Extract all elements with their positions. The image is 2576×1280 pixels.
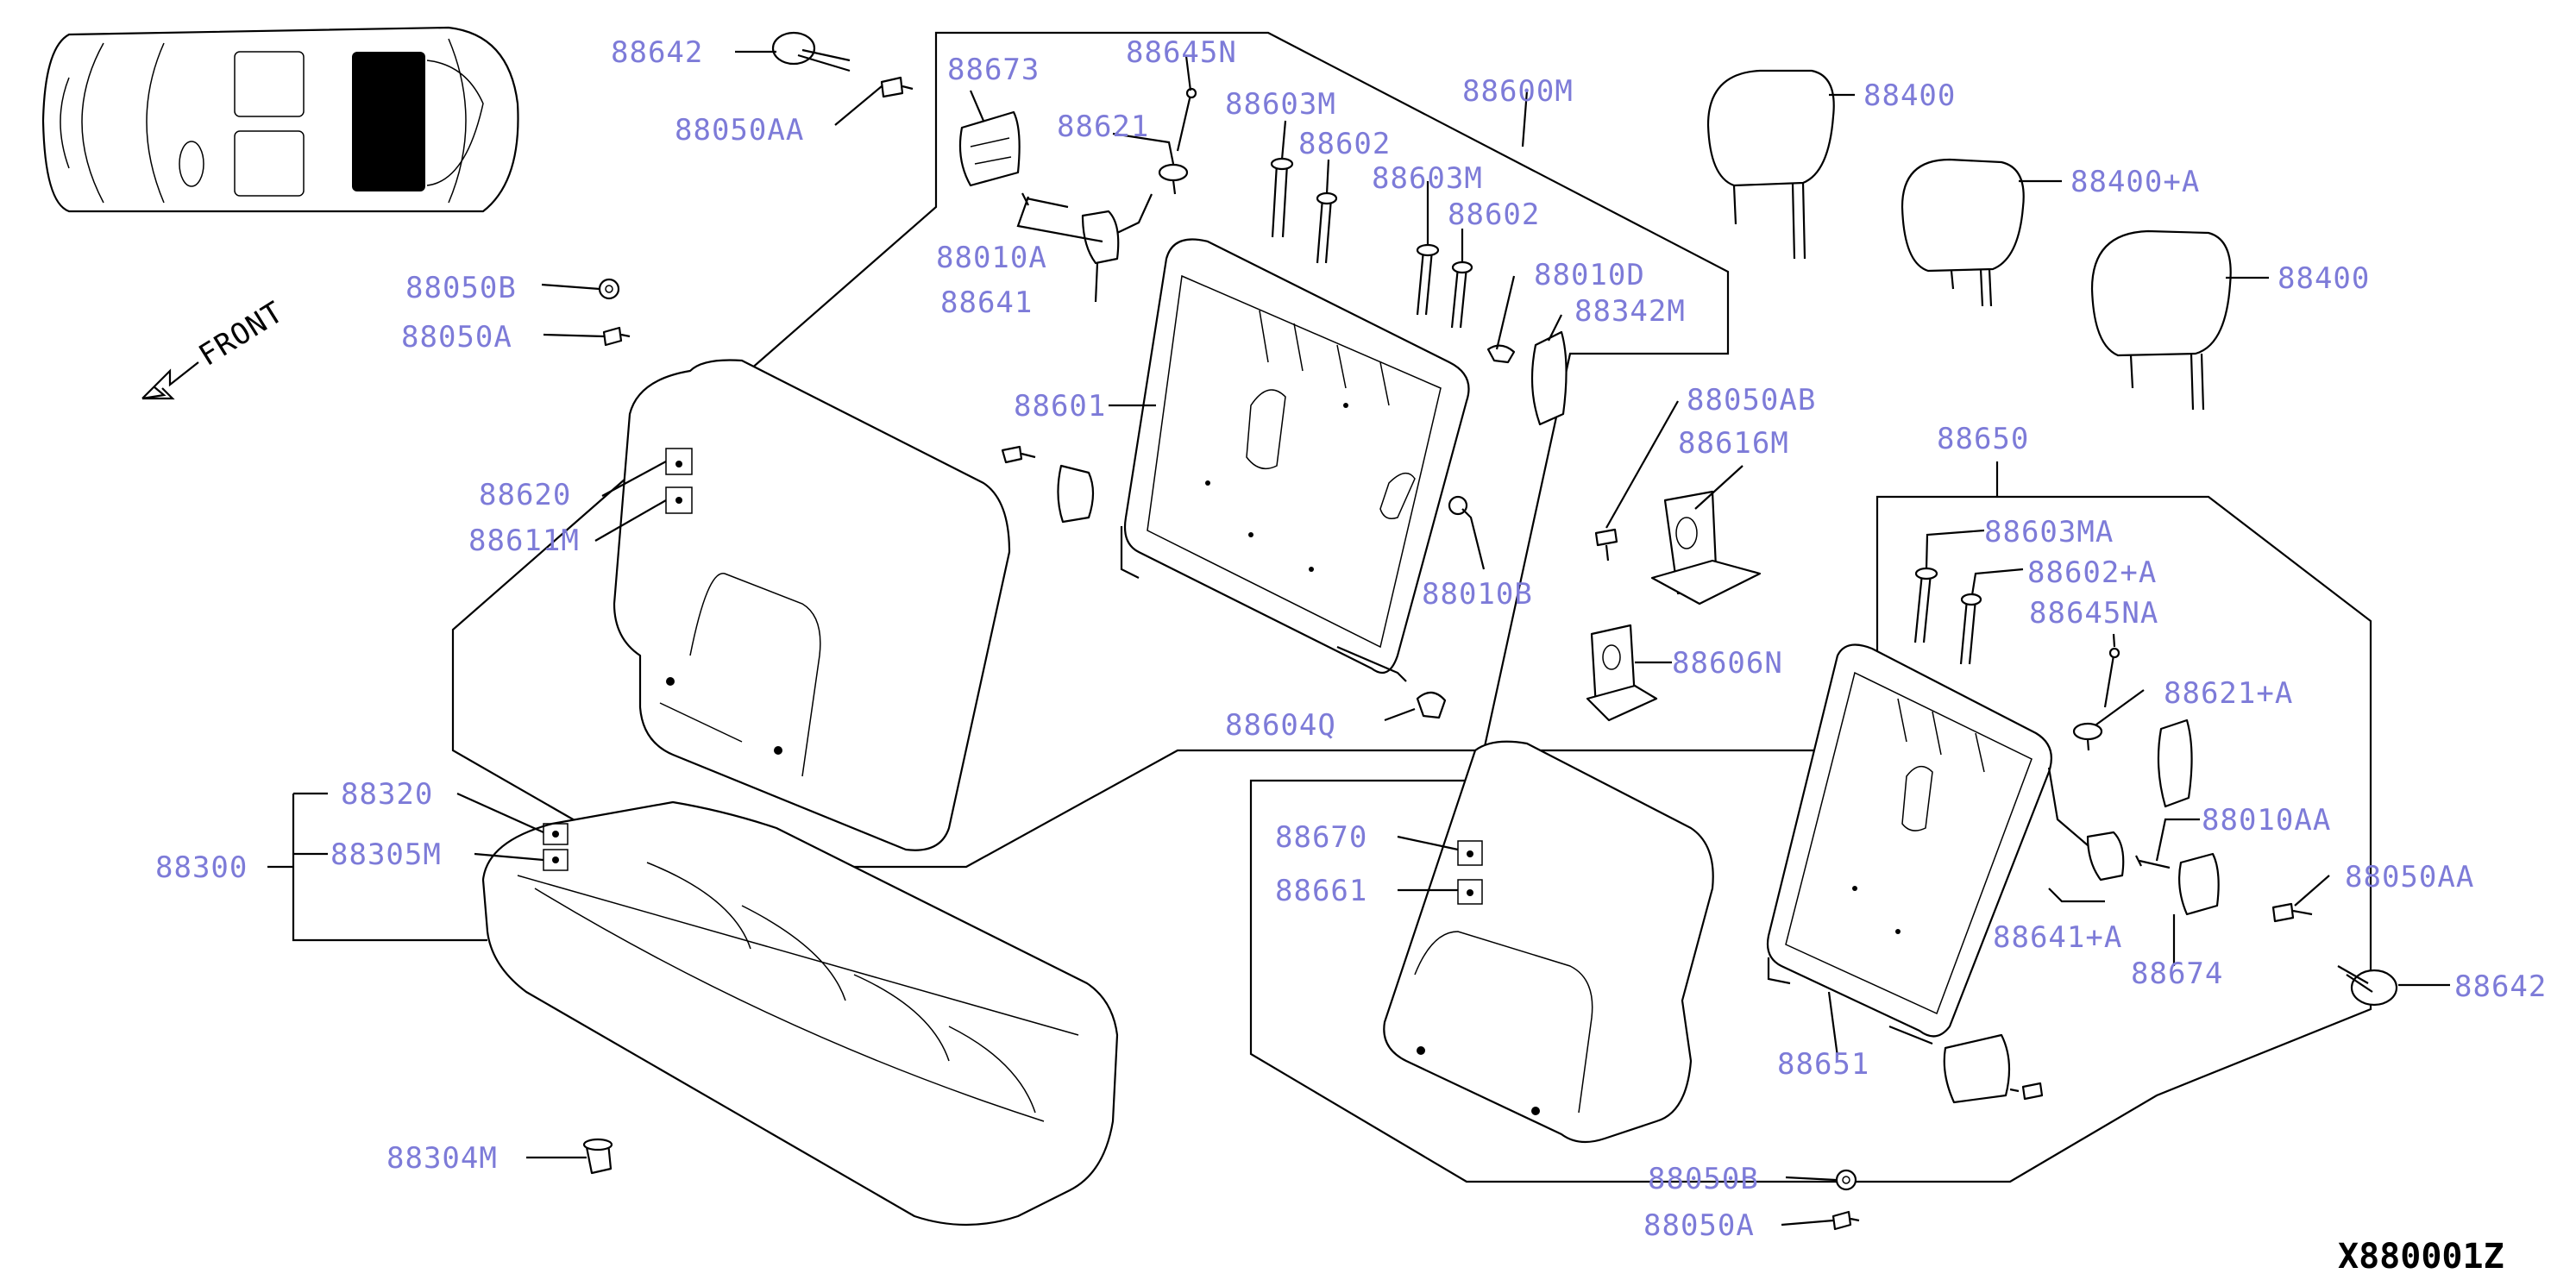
label-88661: 88661 — [1275, 874, 1367, 908]
hinge-88642-left-icon — [771, 31, 851, 72]
label-88620: 88620 — [479, 478, 571, 512]
label-88342m: 88342M — [1574, 294, 1686, 329]
seatback-left-cover — [613, 359, 1011, 851]
label-88400a: 88400+A — [2070, 165, 2200, 199]
seat-cushion — [481, 800, 1119, 1227]
leader-lines — [267, 50, 2450, 1227]
bolt-88050aa-left-icon — [880, 76, 914, 98]
clip-88010d-icon — [1486, 344, 1516, 364]
label-88050b-right: 88050B — [1648, 1162, 1759, 1196]
part-labels: 88642 88050AA 88050B 88050A 88673 88645N… — [155, 35, 2547, 1243]
bolt-unlabeled-right-icon — [2009, 1082, 2044, 1101]
bolt-unlabeled-left-icon — [1001, 445, 1036, 464]
label-88641: 88641 — [940, 285, 1033, 320]
bolt-88010a-icon — [1021, 192, 1069, 209]
seatback-right-cover — [1383, 740, 1714, 1144]
nut-88050b-left-icon — [598, 278, 620, 300]
label-88642-right: 88642 — [2454, 969, 2547, 1004]
bolt-88050ab-icon — [1594, 528, 1618, 562]
label-88616m: 88616M — [1678, 426, 1789, 461]
label-88642-left: 88642 — [611, 35, 703, 70]
headrest-88400a — [1901, 158, 2025, 307]
label-88010aa: 88010AA — [2202, 803, 2331, 838]
label-88621a: 88621+A — [2164, 676, 2293, 711]
label-88645na: 88645NA — [2029, 596, 2158, 631]
headrest-88400-bottom — [2090, 229, 2232, 411]
label-88621: 88621 — [1057, 110, 1149, 144]
rod-88645na-icon — [2103, 647, 2120, 708]
hinge-88642-right-icon — [2337, 965, 2398, 1007]
label-88010d: 88010D — [1534, 258, 1645, 292]
label-88050b-left: 88050B — [405, 271, 517, 305]
label-88602a: 88602+A — [2027, 555, 2157, 590]
label-88400-bottom: 88400 — [2278, 261, 2370, 296]
vehicle-locator-icon — [41, 26, 519, 213]
label-88603m-top: 88603M — [1225, 87, 1336, 122]
bracket-88606n-icon — [1586, 624, 1658, 722]
label-88305m: 88305M — [330, 838, 442, 872]
label-88670: 88670 — [1275, 820, 1367, 855]
cover-unlabeled-right-icon — [2157, 718, 2193, 808]
label-88650: 88650 — [1937, 422, 2029, 456]
label-88602-top: 88602 — [1298, 127, 1391, 161]
label-88641a: 88641+A — [1993, 920, 2122, 955]
label-88050aa-right: 88050AA — [2345, 860, 2474, 894]
latch-88641-icon — [1081, 193, 1153, 265]
front-label: FRONT — [193, 295, 290, 373]
bezel-88621a-icon — [2072, 722, 2103, 751]
clip-88304m-icon — [582, 1138, 613, 1175]
front-direction-indicator: FRONT — [141, 295, 290, 400]
label-88300: 88300 — [155, 850, 248, 885]
label-88602-mid: 88602 — [1448, 198, 1540, 232]
recliner-bracket-88674 — [2178, 852, 2220, 916]
label-88673: 88673 — [947, 53, 1040, 87]
cover-88342m-icon — [1530, 330, 1568, 426]
label-88645n: 88645N — [1126, 35, 1237, 70]
label-88010b: 88010B — [1422, 577, 1533, 612]
label-88400-top: 88400 — [1863, 78, 1956, 113]
bolts-88603ma-88602a-icon — [1913, 567, 1982, 665]
headrest-88400-top — [1706, 69, 1835, 260]
label-88050ab: 88050AB — [1687, 383, 1816, 417]
seatback-left-group-outline — [451, 31, 1730, 869]
bracket-unlabeled-right-icon — [1943, 1033, 2011, 1104]
bolt-88010aa-icon — [2135, 855, 2171, 869]
bolt-88050a-right-icon — [1831, 1210, 1860, 1231]
diagram-reference-code: X880001Z — [2338, 1237, 2504, 1277]
label-88050a-right: 88050A — [1643, 1208, 1755, 1243]
seatback-left-frame — [1120, 238, 1470, 682]
bolt-88050aa-right-icon — [2271, 902, 2313, 923]
label-88050a-left: 88050A — [401, 320, 512, 355]
rod-88645n-icon — [1176, 87, 1197, 152]
label-88601: 88601 — [1014, 389, 1106, 424]
bezel-88621-icon — [1158, 163, 1189, 195]
latch-88641a-icon — [2047, 767, 2125, 882]
label-88611m: 88611M — [468, 524, 580, 558]
label-88674: 88674 — [2131, 957, 2223, 991]
label-88606n: 88606N — [1672, 646, 1783, 681]
bolts-88603m-88602-icon — [1270, 157, 1473, 329]
bolt-88050a-left-icon — [602, 326, 631, 347]
label-88304m: 88304M — [386, 1141, 498, 1176]
recliner-bracket-88673 — [958, 110, 1021, 187]
label-88600m: 88600M — [1462, 74, 1574, 109]
label-88603m-mid: 88603M — [1372, 161, 1483, 196]
label-88604q: 88604Q — [1225, 708, 1336, 743]
clip-88604q-icon — [1416, 691, 1447, 719]
label-88603ma: 88603MA — [1984, 515, 2114, 549]
bracket-88616m-icon — [1650, 490, 1762, 605]
nut-88050b-right-icon — [1835, 1169, 1857, 1191]
label-88010a: 88010A — [936, 241, 1047, 275]
label-88050aa-left: 88050AA — [675, 113, 804, 147]
seatback-right-frame — [1766, 643, 2052, 1045]
label-88320: 88320 — [341, 777, 433, 812]
label-88651: 88651 — [1777, 1047, 1869, 1082]
bracket-unlabeled-left-icon — [1057, 464, 1095, 524]
